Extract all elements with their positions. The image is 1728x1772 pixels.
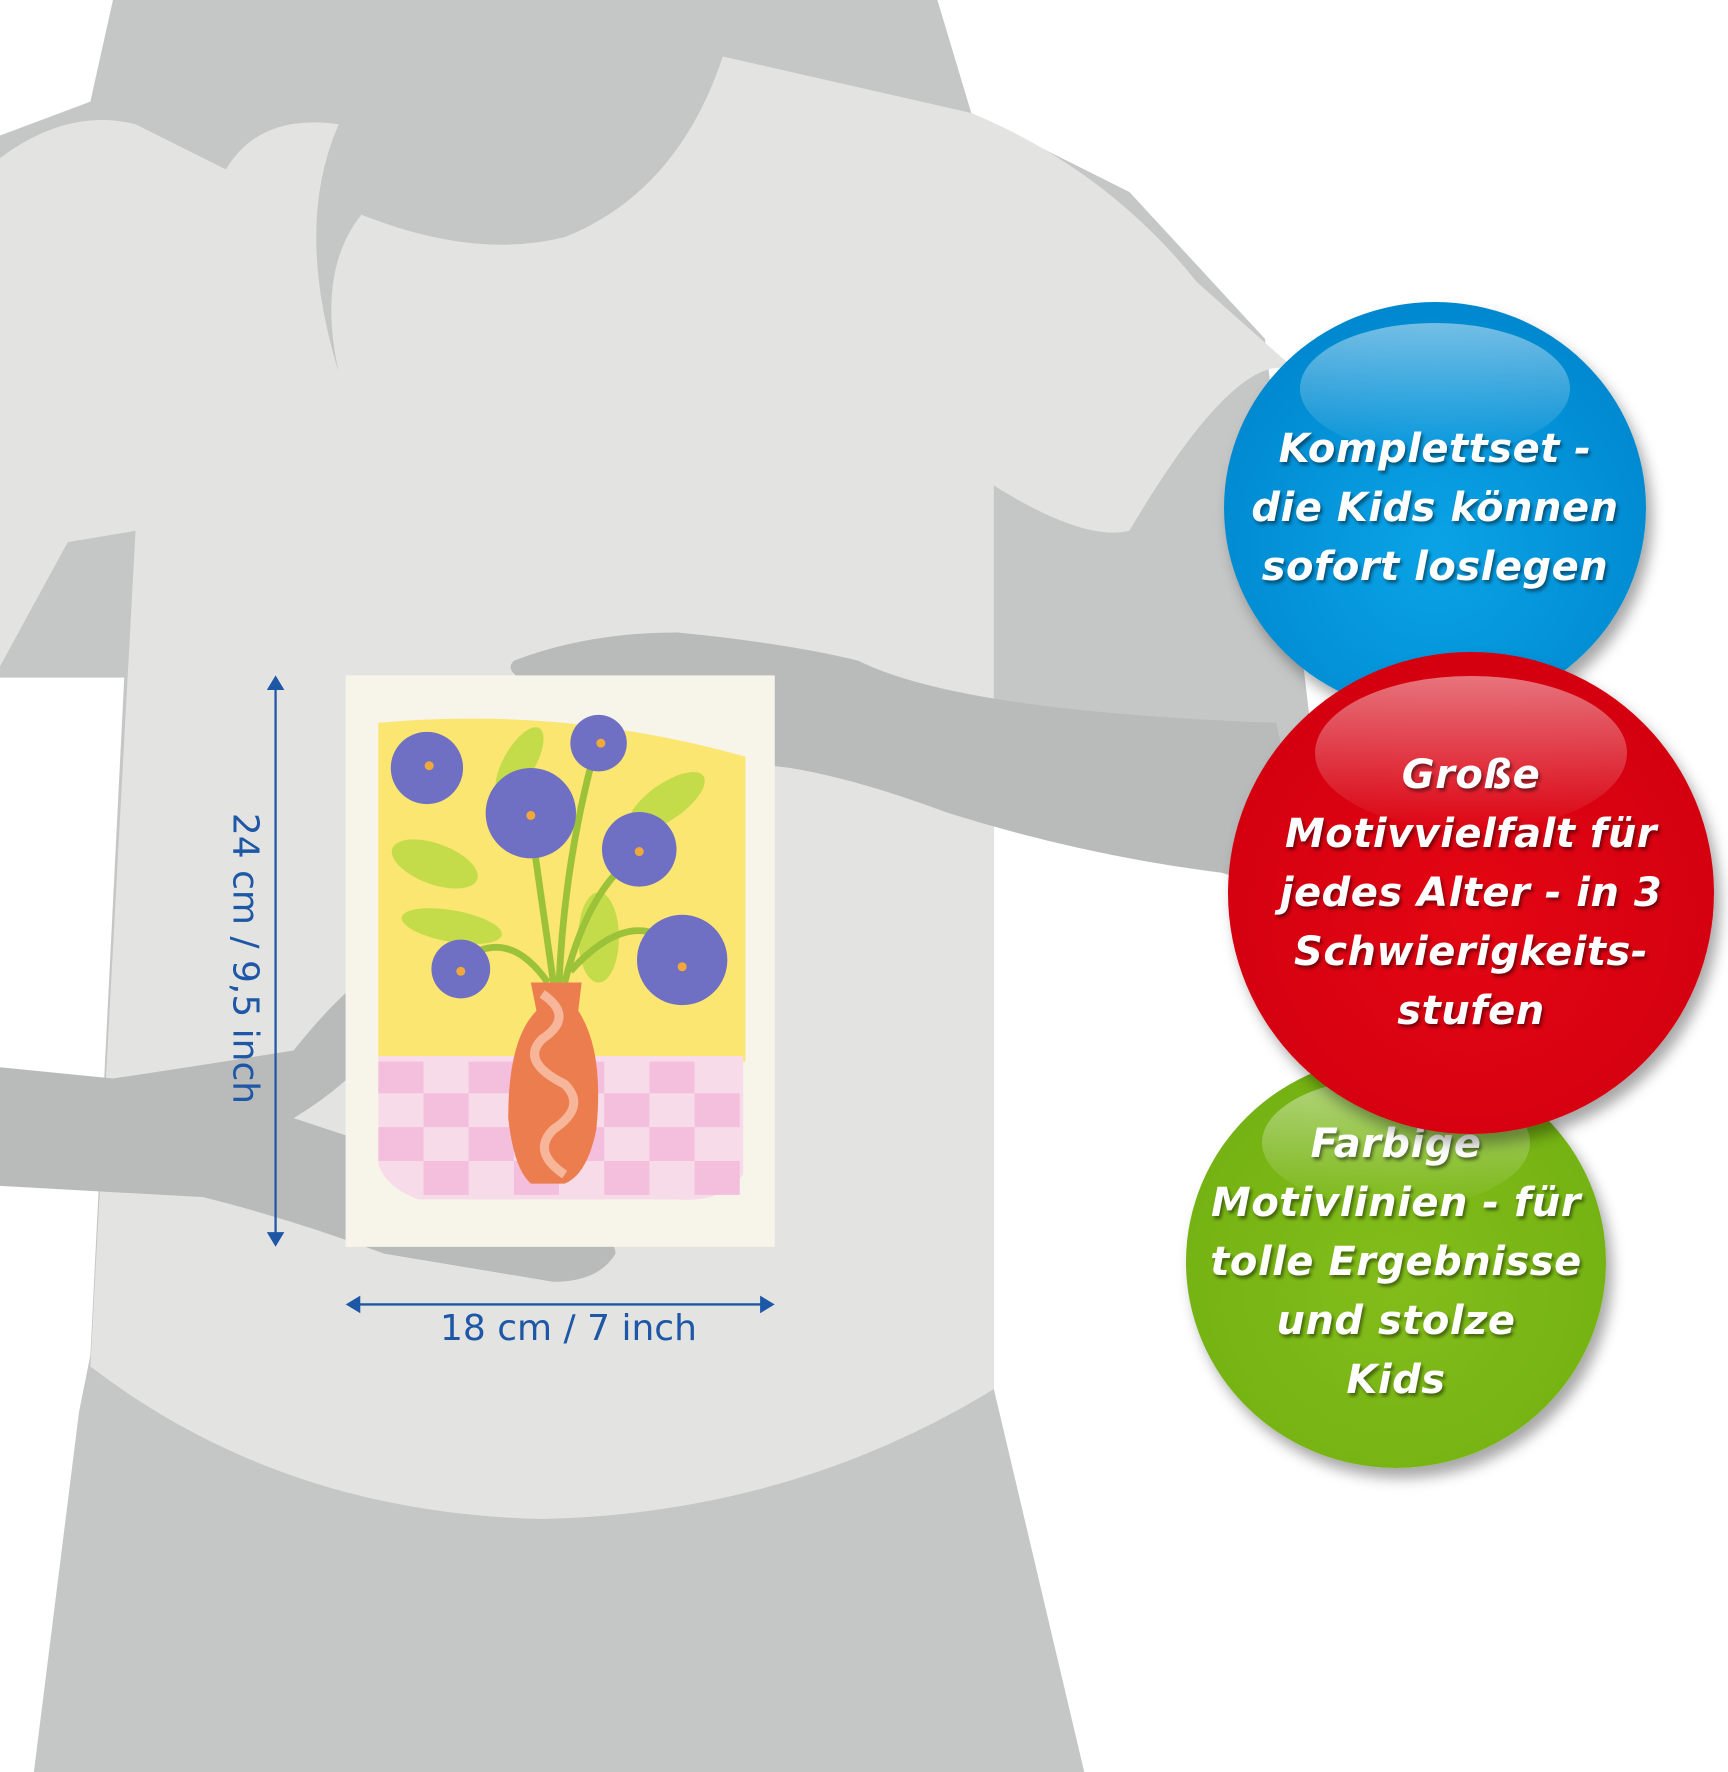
badge-line: tolle Ergebnisse — [1210, 1238, 1582, 1285]
badge-line: sofort loslegen — [1261, 543, 1609, 590]
badge-line: die Kids können — [1251, 484, 1619, 531]
badge-complete-set: Komplettset - die Kids können sofort los… — [1224, 302, 1646, 714]
height-label: 24 cm / 9,5 inch — [224, 812, 266, 1105]
width-label: 18 cm / 7 inch — [440, 1308, 697, 1349]
arrow-down-icon — [266, 1232, 285, 1247]
badge-motif-variety: Große Motivvielfalt für jedes Alter - in… — [1228, 652, 1714, 1134]
artwork-card — [345, 675, 775, 1247]
badge-line: stufen — [1397, 987, 1545, 1034]
arrow-left-icon — [345, 1295, 361, 1314]
badge-line: und stolze — [1276, 1297, 1516, 1344]
badge-line: Motivvielfalt für — [1284, 810, 1658, 857]
arrow-right-icon — [760, 1295, 775, 1314]
badge-line: jedes Alter - in 3 — [1279, 869, 1663, 916]
badge-line: Kids — [1346, 1356, 1446, 1403]
badge-line: Motivlinien - für — [1211, 1179, 1581, 1226]
arrow-up-icon — [266, 675, 285, 691]
badge-line: Große — [1401, 751, 1541, 798]
badge-line: Schwierigkeits- — [1294, 928, 1648, 975]
badge-line: Komplettset - — [1278, 425, 1592, 472]
